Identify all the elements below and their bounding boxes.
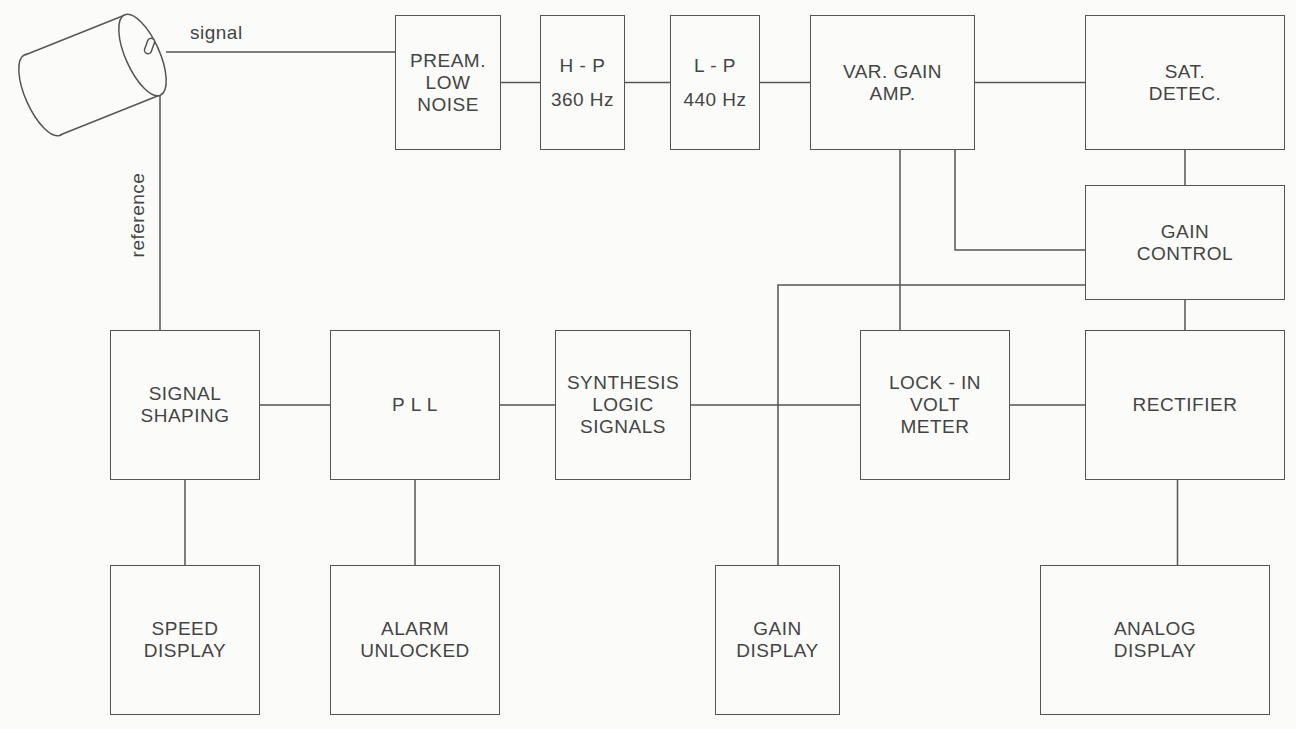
block-label: RECTIFIER — [1133, 394, 1238, 416]
signal-name: reference — [127, 173, 149, 258]
signal-connector — [1184, 150, 1186, 185]
block-box: VAR. GAIN AMP. — [810, 15, 975, 150]
cylinder-slot — [143, 37, 155, 54]
block-label: GAIN DISPLAY — [725, 618, 830, 662]
block-label: 360 Hz — [551, 89, 614, 111]
block-box: ANALOG DISPLAY — [1040, 565, 1270, 715]
signal-connector — [899, 150, 901, 330]
block-label: PREAM. LOW NOISE — [403, 50, 493, 116]
block-label: VAR. GAIN AMP. — [843, 61, 943, 105]
block-box: GAIN CONTROL — [1085, 185, 1285, 300]
block-box: PREAM. LOW NOISE — [395, 15, 501, 150]
block-label: LOCK - IN VOLT METER — [885, 372, 985, 438]
block-box: H - P 360 Hz — [540, 15, 625, 150]
block-label: H - P — [560, 55, 606, 77]
block-box: LOCK - IN VOLT METER — [860, 330, 1010, 480]
block-label: SYNTHESIS LOGIC SIGNALS — [564, 372, 682, 438]
block-box: L - P 440 Hz — [670, 15, 760, 150]
signal-connector — [955, 150, 1085, 250]
block-box: GAIN DISPLAY — [715, 565, 840, 715]
reference-wire — [159, 96, 161, 330]
block-box: RECTIFIER — [1085, 330, 1285, 480]
block-label: SPEED DISPLAY — [130, 618, 240, 662]
signal-connector — [500, 404, 555, 406]
block-label: ALARM UNLOCKED — [358, 618, 473, 662]
signal-connector — [778, 285, 1085, 565]
signal-connector — [1184, 300, 1186, 330]
cylinder-edge — [60, 95, 160, 135]
block-label: GAIN CONTROL — [1135, 221, 1235, 265]
block-box: P L L — [330, 330, 500, 480]
block-box: SIGNAL SHAPING — [110, 330, 260, 480]
signal-connector — [414, 480, 416, 565]
block-box: ALARM UNLOCKED — [330, 565, 500, 715]
block-label: SIGNAL SHAPING — [130, 383, 240, 427]
signal-connector — [1177, 480, 1179, 565]
signal-name: signal — [190, 22, 243, 44]
block-box: SAT. DETEC. — [1085, 15, 1285, 150]
cylinder-edge — [25, 15, 125, 55]
block-label: SAT. DETEC. — [1143, 61, 1228, 105]
signal-wire — [166, 51, 395, 53]
block-box: SPEED DISPLAY — [110, 565, 260, 715]
block-label: L - P — [694, 55, 736, 77]
signal-connector — [1010, 404, 1085, 406]
signal-connector — [760, 82, 810, 84]
block-label: ANALOG DISPLAY — [1100, 618, 1210, 662]
signal-connector — [501, 82, 540, 84]
block-box: SYNTHESIS LOGIC SIGNALS — [555, 330, 691, 480]
block-label: P L L — [392, 394, 438, 416]
signal-connector — [184, 480, 186, 565]
block-label: 440 Hz — [683, 89, 746, 111]
signal-connector — [260, 404, 330, 406]
cylinder-face — [109, 8, 176, 102]
signal-connector — [975, 82, 1085, 84]
signal-connector — [691, 404, 860, 406]
signal-connector — [625, 82, 670, 84]
